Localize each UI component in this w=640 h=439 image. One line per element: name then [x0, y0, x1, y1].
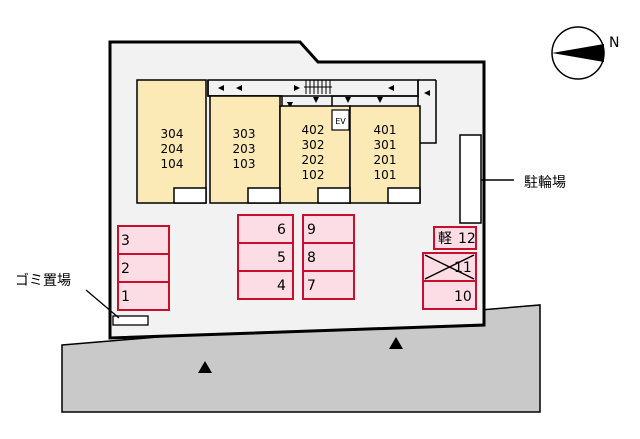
- parking-group-middle: 6 5 4 9 8 7: [237, 214, 355, 300]
- parking-label: 1: [121, 289, 130, 305]
- elevator-label: EV: [335, 117, 346, 126]
- north-arrow-icon: [551, 26, 605, 80]
- building-2: [209, 95, 281, 204]
- unit-number: 201: [374, 153, 397, 167]
- entrance-notches: [173, 187, 421, 204]
- parking-label: 6: [277, 222, 286, 238]
- parking-label: 10: [454, 289, 472, 305]
- unit-number: 402: [302, 123, 325, 137]
- staircase-icon: [304, 80, 332, 94]
- unit-number: 102: [302, 168, 325, 182]
- road-marker-triangle: [389, 337, 403, 349]
- corridor-top: [207, 79, 419, 97]
- unit-number: 203: [233, 142, 256, 156]
- unavailable-cross-icon: [424, 254, 475, 280]
- parking-label: 7: [307, 278, 316, 294]
- garbage-area-label: ゴミ置場: [15, 272, 71, 289]
- unit-number: 301: [374, 138, 397, 152]
- garbage-area-leader: [85, 289, 120, 319]
- road-marker-triangle: [198, 361, 212, 373]
- bicycle-parking-label: 駐輪場: [524, 174, 566, 191]
- building-4: [349, 105, 421, 204]
- parking-label: 5: [277, 250, 286, 266]
- parking-space-8: [302, 242, 355, 272]
- kei-car-badge: 軽: [438, 231, 452, 247]
- elevator-box: [331, 109, 350, 131]
- unit-labels: 304 204 104 303 203 103 402 302 202 102 …: [161, 123, 397, 182]
- unit-number: 303: [233, 127, 256, 141]
- unit-number: 202: [302, 153, 325, 167]
- garbage-area: [112, 315, 149, 326]
- parking-space-2: [117, 253, 170, 283]
- parking-space-3: [117, 225, 170, 255]
- parking-space-5: [237, 242, 294, 272]
- parking-space-12: [433, 226, 477, 250]
- unit-number: 401: [374, 123, 397, 137]
- building-1: [136, 79, 207, 204]
- parking-label: 2: [121, 261, 130, 277]
- parking-space-1: [117, 281, 170, 311]
- parking-group-left: 3 2 1: [117, 225, 170, 311]
- parking-space-7: [302, 270, 355, 300]
- parking-label: 4: [277, 278, 286, 294]
- unit-number: 204: [161, 142, 184, 156]
- north-label: N: [609, 35, 619, 51]
- parking-label: 12: [458, 231, 476, 247]
- parking-space-4: [237, 270, 294, 300]
- unit-number: 103: [233, 157, 256, 171]
- unit-number: 104: [161, 157, 184, 171]
- unit-number: 302: [302, 138, 325, 152]
- parking-label: 9: [307, 222, 316, 238]
- bicycle-parking-area: [459, 134, 482, 224]
- parking-group-right: 軽 12 11 10: [422, 226, 477, 310]
- unit-number: 101: [374, 168, 397, 182]
- parking-label: 8: [307, 250, 316, 266]
- unit-number: 304: [161, 127, 184, 141]
- parking-space-10: [422, 280, 477, 310]
- parking-label: 3: [121, 233, 130, 249]
